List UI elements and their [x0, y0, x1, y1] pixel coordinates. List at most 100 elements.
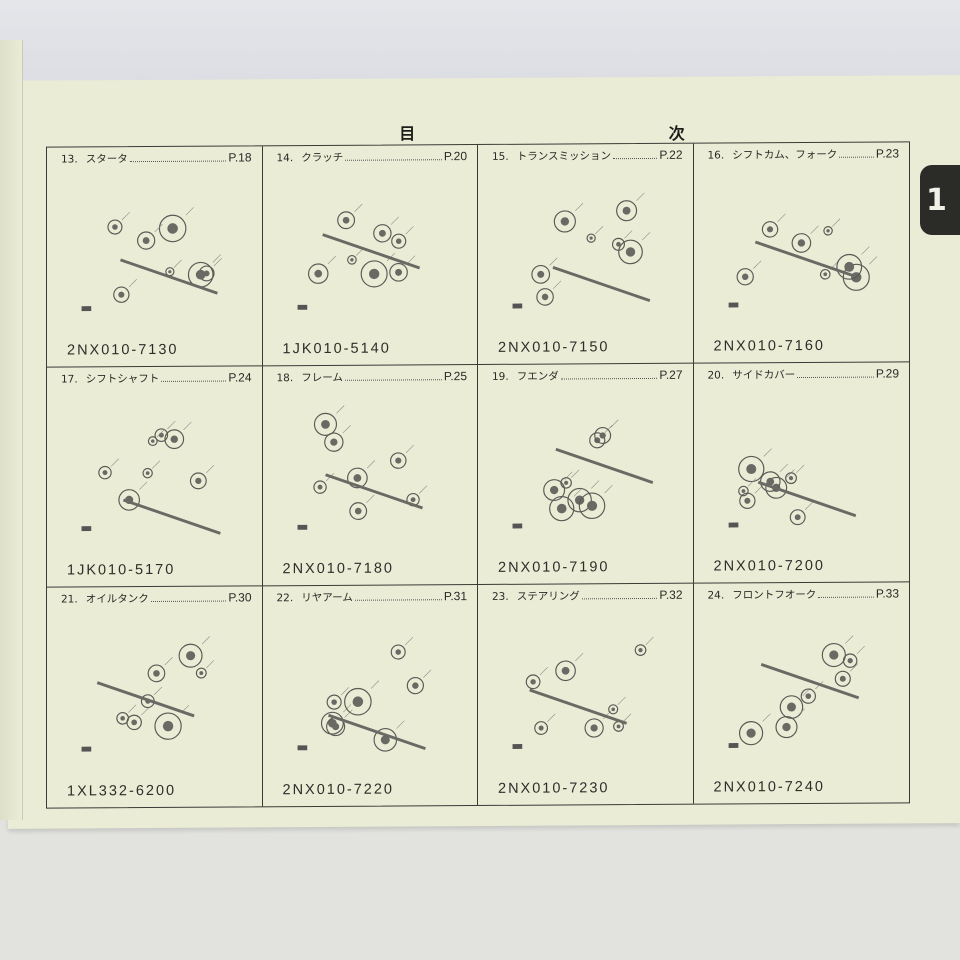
part-diagram-icon	[297, 405, 427, 530]
previous-page-edge	[0, 40, 23, 820]
entry-page: P.33	[875, 586, 899, 601]
part-code: 2NX010-7180	[282, 560, 395, 578]
entry-heading: 19. フエンダ P.27	[492, 368, 683, 384]
leader-dots	[797, 376, 874, 379]
entry-number: 18.	[276, 372, 294, 385]
entry-heading: 24. フロントフオーク P.33	[708, 586, 900, 602]
entry-number: 15.	[492, 150, 509, 163]
entry-number: 21.	[61, 593, 78, 606]
entry-page: P.27	[659, 367, 683, 382]
leader-dots	[818, 596, 874, 598]
contents-entry-17[interactable]: 17. シフトシャフト P.24 1JK010-5170	[47, 366, 263, 588]
section-tab: 1	[920, 165, 960, 235]
contents-entry-13[interactable]: 13. スタータ P.18 2NX010-7130	[47, 146, 263, 368]
entry-name: トランスミッション	[516, 150, 611, 163]
part-diagram-icon	[512, 419, 654, 529]
contents-entry-19[interactable]: 19. フエンダ P.27 2NX010-7190	[478, 363, 694, 585]
contents-entry-20[interactable]: 20. サイドカバー P.29 2NX010-7200	[693, 362, 909, 584]
entry-name: フエンダ	[516, 370, 559, 383]
part-code: 2NX010-7160	[713, 337, 826, 355]
part-diagram-icon	[512, 192, 651, 309]
entry-number: 19.	[492, 370, 509, 383]
contents-entry-15[interactable]: 15. トランスミッション P.22 2NX010-7150	[478, 143, 694, 365]
entry-page: P.25	[443, 369, 467, 384]
leader-dots	[129, 160, 227, 163]
front-fork-exploded-view	[714, 606, 890, 771]
part-code: 2NX010-7130	[67, 341, 179, 359]
entry-name: フロントフオーク	[732, 588, 817, 602]
entry-name: スタータ	[85, 153, 128, 166]
entry-page: P.24	[228, 370, 252, 385]
entry-page: P.23	[875, 146, 899, 161]
contents-entry-22[interactable]: 22. リヤアーム P.31 2NX010-7220	[262, 585, 478, 807]
entry-number: 24.	[707, 589, 725, 602]
entry-heading: 16. シフトカム、フォーク P.23	[708, 146, 900, 162]
entry-page: P.20	[443, 149, 467, 164]
part-code: 2NX010-7220	[282, 781, 395, 799]
entry-number: 16.	[707, 149, 725, 162]
contents-entry-16[interactable]: 16. シフトカム、フォーク P.23 2NX010-7160	[693, 142, 909, 364]
part-code: 1JK010-5140	[282, 340, 391, 358]
entry-name: シフトシャフト	[85, 372, 160, 386]
entry-page: P.32	[659, 587, 683, 602]
contents-entry-18[interactable]: 18. フレーム P.25 2NX010-7180	[262, 365, 478, 587]
contents-entry-14[interactable]: 14. クラッチ P.20 1JK010-5140	[262, 145, 478, 367]
entry-number: 22.	[276, 592, 294, 605]
entry-page: P.18	[228, 150, 252, 165]
entry-number: 13.	[61, 153, 78, 166]
entry-heading: 13. スタータ P.18	[61, 150, 252, 166]
part-code: 2NX010-7200	[713, 557, 826, 575]
leader-dots	[161, 380, 227, 382]
entry-name: サイドカバー	[732, 369, 796, 382]
entry-heading: 15. トランスミッション P.22	[492, 148, 683, 164]
part-diagram-icon	[81, 636, 215, 752]
part-diagram-icon	[297, 637, 431, 752]
part-code: 1JK010-5170	[67, 561, 176, 579]
leader-dots	[839, 156, 874, 158]
part-diagram-icon	[297, 203, 420, 310]
entry-page: P.29	[875, 366, 899, 381]
contents-grid: 13. スタータ P.18 2NX010-7130 14. クラッチ P.20 …	[46, 141, 910, 809]
entry-page: P.30	[228, 590, 252, 605]
part-diagram-icon	[728, 448, 856, 528]
part-code: 2NX010-7240	[713, 778, 826, 796]
leader-dots	[581, 597, 658, 600]
entry-name: クラッチ	[301, 151, 344, 165]
oil-tank-exploded-view	[67, 610, 242, 775]
entry-page: P.22	[659, 147, 683, 162]
contents-entry-24[interactable]: 24. フロントフオーク P.33 2NX010-7240	[694, 582, 910, 803]
leader-dots	[344, 379, 442, 381]
part-code: 2NX010-7150	[498, 339, 610, 356]
entry-heading: 20. サイドカバー P.29	[708, 366, 900, 382]
entry-page: P.31	[443, 589, 467, 604]
entry-name: オイルタンク	[85, 593, 149, 606]
part-diagram-icon	[728, 213, 877, 308]
part-diagram-icon	[81, 420, 221, 535]
entry-heading: 23. ステアリング P.32	[492, 588, 683, 604]
entry-name: リヤアーム	[301, 591, 353, 605]
steering-exploded-view	[498, 608, 673, 773]
entry-heading: 22. リヤアーム P.31	[277, 589, 468, 605]
entry-number: 17.	[61, 373, 78, 386]
contents-entry-23[interactable]: 23. ステアリング P.32 2NX010-7230	[478, 583, 694, 805]
entry-heading: 17. シフトシャフト P.24	[61, 370, 252, 386]
entry-number: 23.	[492, 590, 509, 603]
entry-name: フレーム	[301, 371, 343, 385]
part-diagram-icon	[512, 636, 654, 749]
entry-number: 20.	[707, 369, 725, 382]
leader-dots	[613, 157, 658, 160]
entry-name: ステアリング	[516, 590, 580, 603]
leader-dots	[345, 159, 442, 161]
entry-name: シフトカム、フォーク	[732, 148, 838, 162]
shift-shaft-exploded-view	[67, 390, 242, 554]
part-code: 2NX010-7190	[498, 559, 610, 576]
contents-entry-21[interactable]: 21. オイルタンク P.30 1XL332-6200	[47, 586, 263, 808]
clutch-exploded-view	[283, 169, 458, 333]
page-title: 目 次	[399, 124, 809, 143]
leader-dots	[150, 600, 227, 602]
entry-heading: 18. フレーム P.25	[277, 369, 468, 385]
shift-cam-fork-exploded-view	[714, 166, 890, 330]
part-code: 2NX010-7230	[498, 780, 610, 797]
part-code: 1XL332-6200	[67, 782, 177, 800]
fender-exploded-view	[498, 388, 673, 552]
